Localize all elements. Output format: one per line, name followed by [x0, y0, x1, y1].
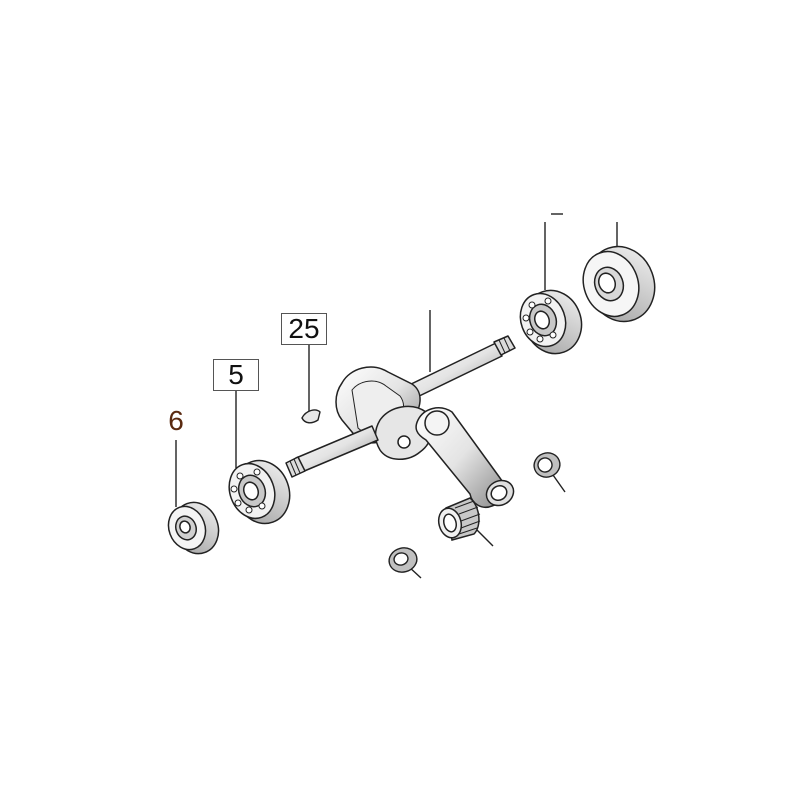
oil-seal-icon: [582, 245, 656, 323]
part-callout-5[interactable]: 5: [213, 359, 259, 391]
connecting-rod-icon: [415, 407, 515, 508]
thrust-washer-icon: [388, 547, 418, 573]
ball-bearing-icon: [228, 459, 291, 525]
ball-bearing-icon: [519, 289, 583, 355]
leader-line-washer-right: [552, 474, 566, 493]
woodruff-key-icon: [301, 409, 321, 424]
leader-line-needle-bearing: [474, 527, 494, 547]
oil-seal-icon: [167, 501, 220, 555]
thrust-washer-icon: [533, 452, 561, 478]
leader-lines: [175, 213, 618, 579]
part-callout-25[interactable]: 25: [281, 313, 327, 345]
needle-bearing-icon: [437, 497, 481, 541]
part-callout-6-highlighted[interactable]: 6: [152, 406, 200, 439]
